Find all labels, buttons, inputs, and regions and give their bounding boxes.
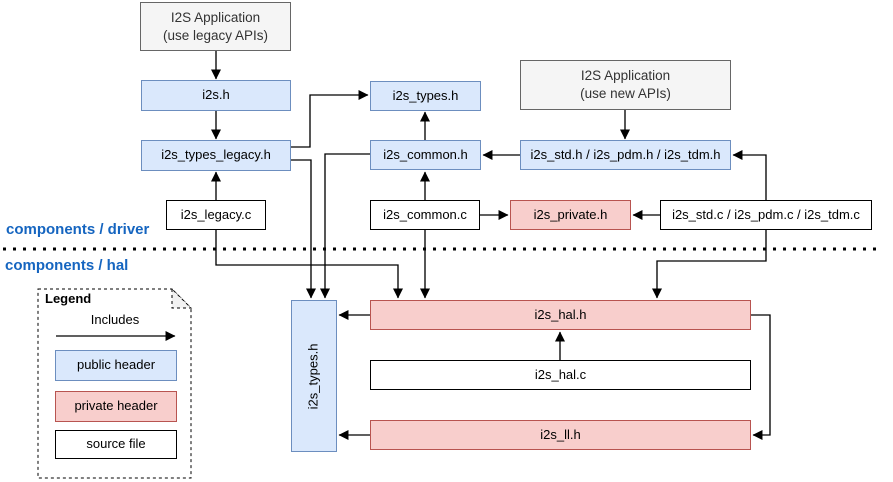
node-i2s-private-h: i2s_private.h	[510, 200, 631, 230]
node-label: i2s_types_legacy.h	[161, 147, 271, 163]
node-i2s-std-pdm-tdm-c: i2s_std.c / i2s_pdm.c / i2s_tdm.c	[660, 200, 872, 230]
node-i2s-application-new: I2S Application (use new APIs)	[520, 60, 731, 110]
node-label: i2s_ll.h	[540, 426, 581, 442]
legend-private-header-swatch: private header	[55, 391, 177, 422]
app-new-line2: (use new APIs)	[580, 86, 671, 101]
node-i2s-hal-c: i2s_hal.c	[370, 360, 751, 390]
node-label: i2s_common.c	[383, 206, 467, 222]
legend-item-label: private header	[74, 398, 158, 414]
legend-title: Legend	[45, 291, 92, 306]
app-legacy-line1: I2S Application	[170, 9, 261, 25]
node-label: i2s_hal.c	[534, 366, 587, 382]
node-label: i2s_hal.h	[534, 306, 587, 322]
node-i2s-types-hal-h: i2s_types.h	[291, 300, 337, 452]
node-label: i2s_private.h	[533, 206, 608, 222]
legend-item-label: public header	[76, 357, 156, 373]
app-legacy-line2: (use legacy APIs)	[162, 27, 269, 43]
edge-i2s-std-c-to-i2s-hal-h	[652, 230, 767, 299]
node-label: i2s_types.h	[305, 343, 321, 409]
legend-source-file-swatch: source file	[55, 430, 177, 459]
node-label: i2s_common.h	[383, 146, 468, 162]
node-label: i2s_std.h / i2s_pdm.h / i2s_tdm.h	[530, 146, 721, 162]
edge-i2s-legacy-c-to-i2s-hal-h	[215, 230, 403, 299]
node-i2s-hal-h: i2s_hal.h	[370, 300, 751, 330]
node-label: i2s.h	[202, 87, 230, 103]
node-i2s-application-legacy: I2S Application (use legacy APIs)	[140, 2, 291, 51]
edge-i2s-types-legacy-h-to-i2s-types-hal-h	[291, 159, 316, 299]
edge-i2s-std-c-to-i2s-std-h	[732, 150, 767, 200]
node-label: i2s_std.c / i2s_pdm.c / i2s_tdm.c	[672, 206, 860, 222]
node-i2s-types-legacy-h: i2s_types_legacy.h	[141, 140, 291, 171]
node-i2s-common-c: i2s_common.c	[370, 200, 480, 230]
node-i2s-legacy-c: i2s_legacy.c	[166, 200, 266, 230]
edge-i2s-hal-h-to-i2s-ll-h	[751, 314, 771, 440]
node-i2s-h: i2s.h	[141, 80, 291, 111]
app-new-line1: I2S Application	[580, 68, 671, 84]
node-label: i2s_types.h	[392, 87, 459, 103]
node-i2s-common-h: i2s_common.h	[370, 140, 481, 170]
node-i2s-std-pdm-tdm-h: i2s_std.h / i2s_pdm.h / i2s_tdm.h	[520, 140, 731, 170]
node-label: i2s_legacy.c	[180, 206, 252, 222]
node-i2s-ll-h: i2s_ll.h	[370, 420, 751, 450]
driver-section-label: components / driver	[6, 221, 150, 238]
legend-note-fold-icon	[171, 287, 193, 309]
legend-item-label: source file	[86, 436, 146, 452]
edge-i2s-types-legacy-h-to-i2s-types-h	[291, 90, 369, 148]
legend-public-header-swatch: public header	[55, 350, 177, 381]
legend-includes-label: Includes	[90, 312, 140, 327]
edge-i2s-common-h-to-i2s-types-hal-h	[320, 153, 370, 299]
node-i2s-types-h: i2s_types.h	[370, 81, 481, 111]
hal-section-label: components / hal	[5, 257, 129, 274]
